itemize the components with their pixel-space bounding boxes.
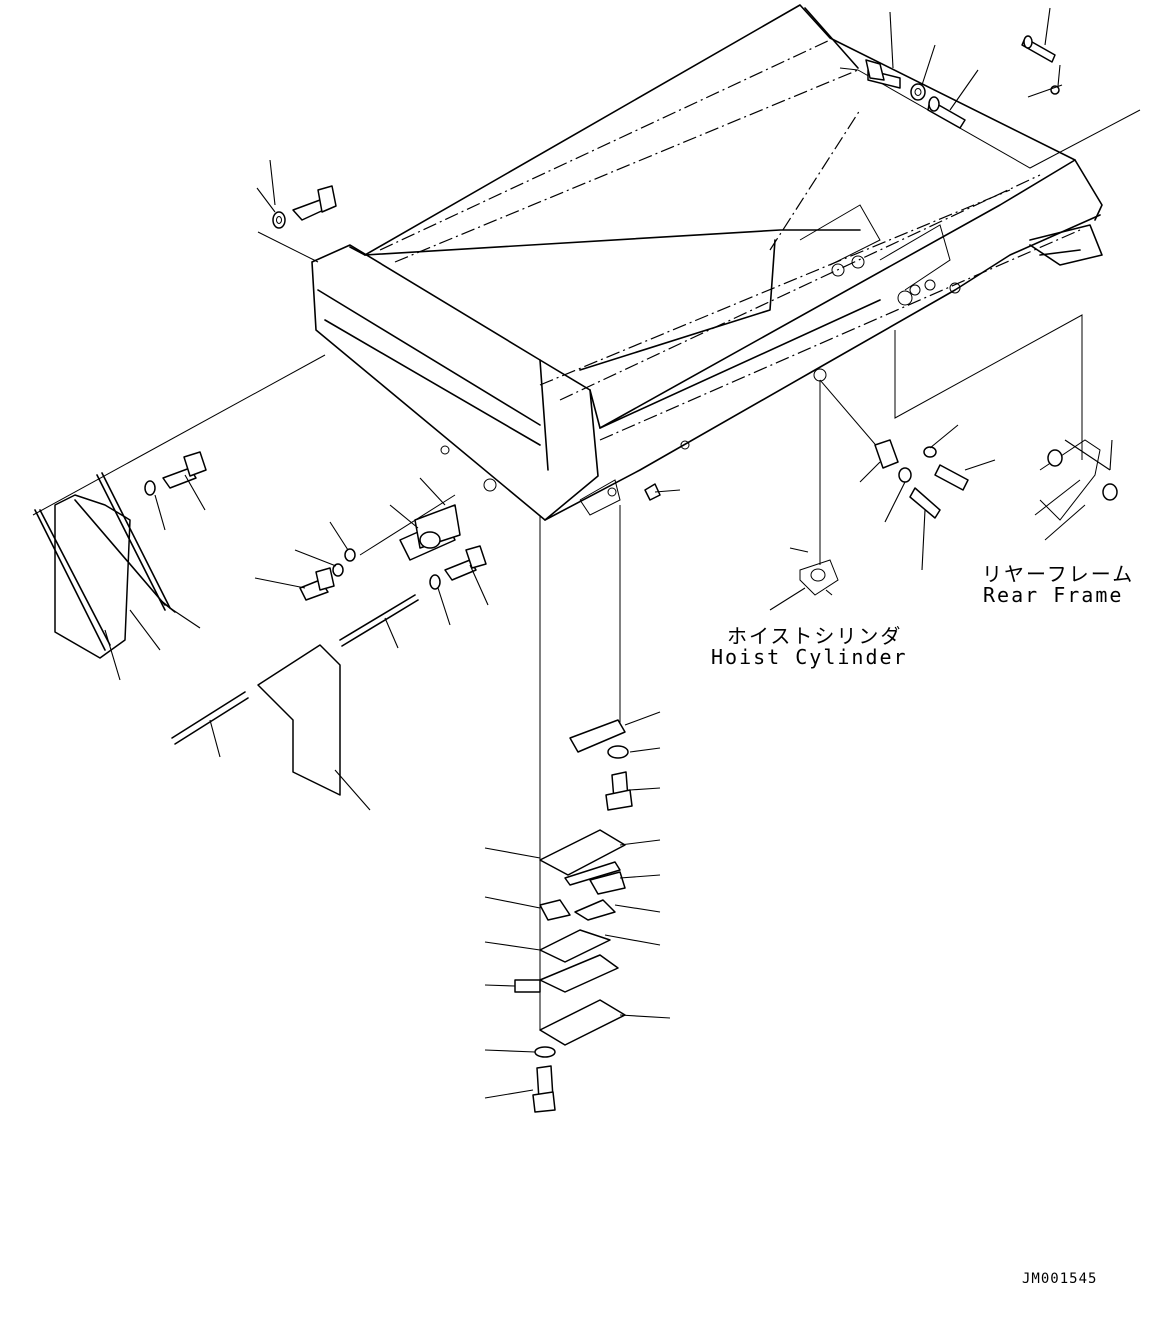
center-bracket	[254, 477, 681, 626]
hoist-cylinder-pins	[769, 424, 996, 611]
connector-lines	[32, 67, 1141, 1030]
bolt-top-left	[256, 159, 337, 229]
hinge-pin-parts	[865, 7, 1063, 129]
mudflap-left	[34, 451, 207, 681]
rear-frame-label-jp: リヤーフレーム	[982, 562, 1135, 586]
dump-body	[311, 4, 1103, 521]
mudflap-center	[171, 594, 419, 811]
drawing-code: JM001545	[1022, 1271, 1098, 1287]
hoist-cylinder-label-jp: ホイストシリンダ	[727, 624, 903, 648]
shim-stack	[484, 711, 671, 1113]
rear-frame-label-en: Rear Frame	[983, 583, 1124, 607]
rear-frame-hinge	[1034, 439, 1118, 541]
hoist-cylinder-label-en: Hoist Cylinder	[711, 645, 908, 669]
